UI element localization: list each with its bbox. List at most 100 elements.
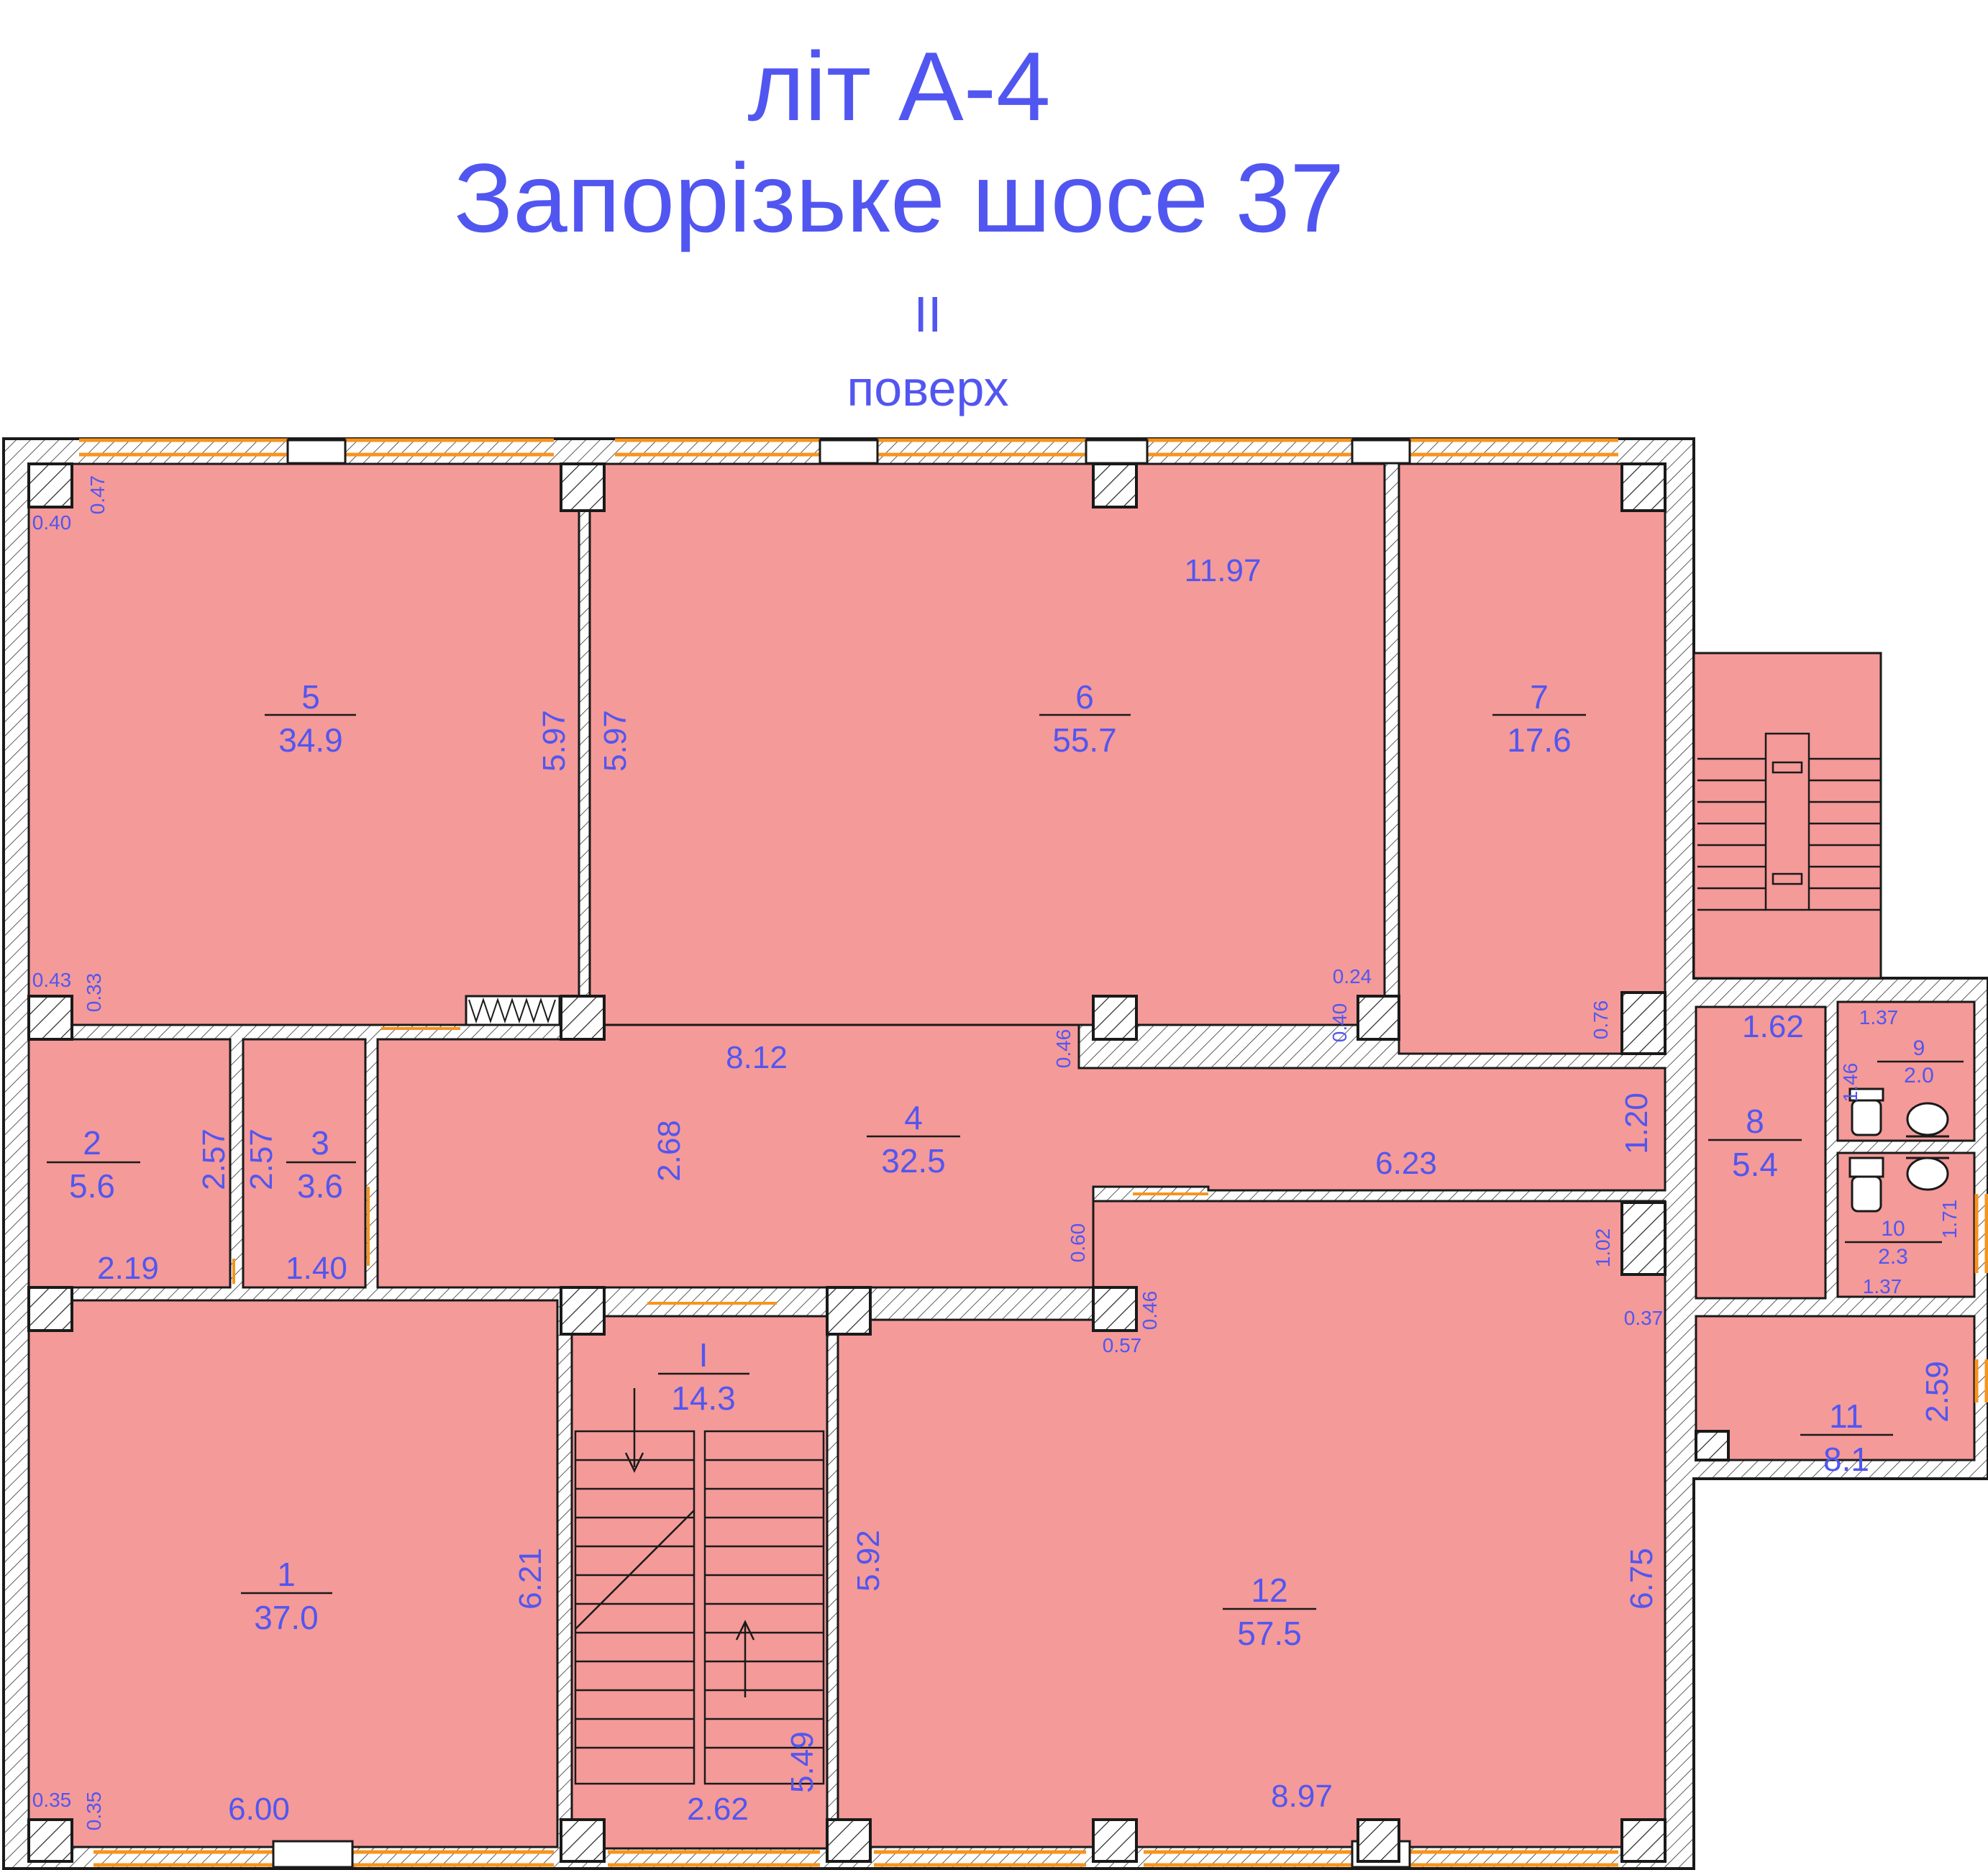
dim-p-ml-b: 0.33 bbox=[83, 973, 105, 1013]
dim-r8-width: 1.62 bbox=[1742, 1009, 1804, 1044]
room-2-area: 5.6 bbox=[69, 1167, 115, 1205]
room-stair-area: 14.3 bbox=[671, 1379, 736, 1417]
dim-r12-width: 8.97 bbox=[1271, 1779, 1333, 1814]
room-11-area: 8.1 bbox=[1823, 1441, 1869, 1478]
column bbox=[27, 995, 73, 1041]
room-7-area: 17.6 bbox=[1507, 721, 1572, 759]
plan-address: Запорізьке шосе 37 bbox=[453, 143, 1344, 252]
column bbox=[1092, 995, 1138, 1041]
sanitary-fixtures bbox=[1848, 1087, 1949, 1213]
room-10-area: 2.3 bbox=[1878, 1245, 1908, 1269]
room-3-number: 3 bbox=[311, 1124, 329, 1162]
room-stair-floor bbox=[570, 1315, 829, 1850]
toilet-icon bbox=[1851, 1175, 1882, 1213]
room-8-number: 8 bbox=[1746, 1103, 1764, 1140]
dim-r12-left: 5.92 bbox=[851, 1530, 886, 1592]
dim-p-tl-a: 0.40 bbox=[32, 511, 72, 534]
room-labels: 5 34.9 6 55.7 7 17.6 2 5.6 3 3.6 4 32.5 … bbox=[69, 678, 1869, 1652]
column bbox=[826, 1818, 872, 1863]
floor-label: поверх bbox=[847, 360, 1009, 416]
dim-r12-pillar-a: 0.46 bbox=[1139, 1291, 1161, 1331]
column bbox=[27, 462, 73, 508]
window-pier bbox=[819, 439, 879, 465]
room-5-floor bbox=[27, 462, 580, 1026]
room-5-number: 5 bbox=[301, 678, 320, 716]
room-4-area: 32.5 bbox=[881, 1142, 946, 1180]
door-openings bbox=[232, 1027, 1208, 1305]
column bbox=[27, 1286, 73, 1332]
room-4-number: 4 bbox=[904, 1099, 923, 1136]
columns bbox=[27, 462, 1730, 1863]
column bbox=[27, 1818, 73, 1863]
room-7-floor bbox=[1397, 462, 1666, 1055]
dim-r4-notch: 0.46 bbox=[1052, 1029, 1075, 1069]
room-label-dividers bbox=[47, 713, 1964, 1610]
dim-r6-left: 5.97 bbox=[598, 710, 633, 772]
dim-r9-height: 1.46 bbox=[1839, 1063, 1861, 1103]
dim-r4-right: 6.23 bbox=[1375, 1146, 1437, 1181]
dim-stair-width: 2.62 bbox=[687, 1792, 749, 1827]
dim-r4-height: 2.68 bbox=[652, 1120, 687, 1182]
toilet-tank-icon bbox=[1848, 1087, 1884, 1102]
column bbox=[560, 995, 606, 1041]
room-2-floor bbox=[27, 1038, 232, 1289]
room-5-area: 34.9 bbox=[278, 721, 343, 759]
dim-r3-width: 1.40 bbox=[286, 1251, 347, 1286]
dim-stair-height: 5.49 bbox=[785, 1731, 820, 1793]
dim-p-bl-b: 0.35 bbox=[83, 1792, 105, 1831]
room-6-floor bbox=[588, 462, 1386, 1026]
room-3-area: 3.6 bbox=[297, 1167, 343, 1205]
column bbox=[1092, 1286, 1138, 1332]
window-pier bbox=[1085, 439, 1149, 465]
external-stair bbox=[1697, 732, 1881, 911]
dim-p-bl-a: 0.35 bbox=[32, 1789, 72, 1811]
column bbox=[560, 462, 606, 512]
room-2-number: 2 bbox=[83, 1124, 101, 1162]
column bbox=[1092, 1818, 1138, 1863]
dim-p-r6-b: 0.40 bbox=[1328, 1003, 1351, 1043]
dim-r4-step: 0.60 bbox=[1067, 1223, 1089, 1263]
dim-p-tl-b: 0.47 bbox=[86, 475, 109, 515]
column bbox=[1620, 1818, 1666, 1863]
room-12-number: 12 bbox=[1251, 1572, 1287, 1609]
column bbox=[560, 1286, 606, 1336]
room-11-floor bbox=[1695, 1315, 1976, 1461]
dim-r9-width: 1.37 bbox=[1859, 1006, 1899, 1028]
dim-r10-height: 1.71 bbox=[1938, 1200, 1961, 1239]
dim-r8-pillar: 1.02 bbox=[1592, 1228, 1614, 1268]
toilet-icon bbox=[1851, 1099, 1882, 1136]
room-1-number: 1 bbox=[277, 1556, 296, 1593]
dim-r5-left: 5.97 bbox=[537, 710, 572, 772]
sink-icon bbox=[1906, 1102, 1949, 1136]
column bbox=[1092, 462, 1138, 508]
sink-icon bbox=[1906, 1157, 1949, 1191]
dim-r6-width: 11.97 bbox=[1185, 553, 1262, 588]
room-6-area: 55.7 bbox=[1052, 721, 1117, 759]
dim-p-r7: 0.76 bbox=[1590, 1000, 1612, 1040]
column bbox=[1695, 1430, 1730, 1461]
room-11-number: 11 bbox=[1829, 1397, 1864, 1435]
dim-p-ml-a: 0.43 bbox=[32, 969, 72, 991]
column bbox=[560, 1818, 606, 1863]
room-floors bbox=[27, 462, 1976, 1850]
dim-r1-width: 6.00 bbox=[228, 1792, 290, 1827]
dim-r2-height: 2.57 bbox=[196, 1128, 232, 1190]
dim-r4-width: 8.12 bbox=[726, 1040, 788, 1075]
interior-stair bbox=[574, 1388, 825, 1785]
dim-r11-height: 2.59 bbox=[1920, 1361, 1955, 1423]
room-3-floor bbox=[242, 1038, 367, 1289]
column bbox=[1357, 995, 1400, 1041]
dimension-labels: 11.97 8.12 6.23 2.19 1.40 6.00 2.62 8.97… bbox=[97, 553, 1804, 1827]
windows bbox=[79, 438, 1988, 1867]
room-8-floor bbox=[1695, 1005, 1827, 1300]
toilet-tank-icon bbox=[1848, 1157, 1884, 1178]
column bbox=[1357, 1818, 1400, 1863]
room-10-number: 10 bbox=[1881, 1217, 1905, 1241]
room-8-area: 5.4 bbox=[1732, 1146, 1778, 1183]
window-pier bbox=[1351, 439, 1411, 465]
dim-r10-width: 1.37 bbox=[1863, 1275, 1902, 1297]
room-12-area: 57.5 bbox=[1237, 1615, 1302, 1652]
small-dimension-labels: 0.40 0.47 0.43 0.33 0.35 0.35 0.24 0.40 … bbox=[32, 475, 1961, 1831]
small-room-labels: 9 2.0 10 2.3 bbox=[1878, 1036, 1934, 1269]
